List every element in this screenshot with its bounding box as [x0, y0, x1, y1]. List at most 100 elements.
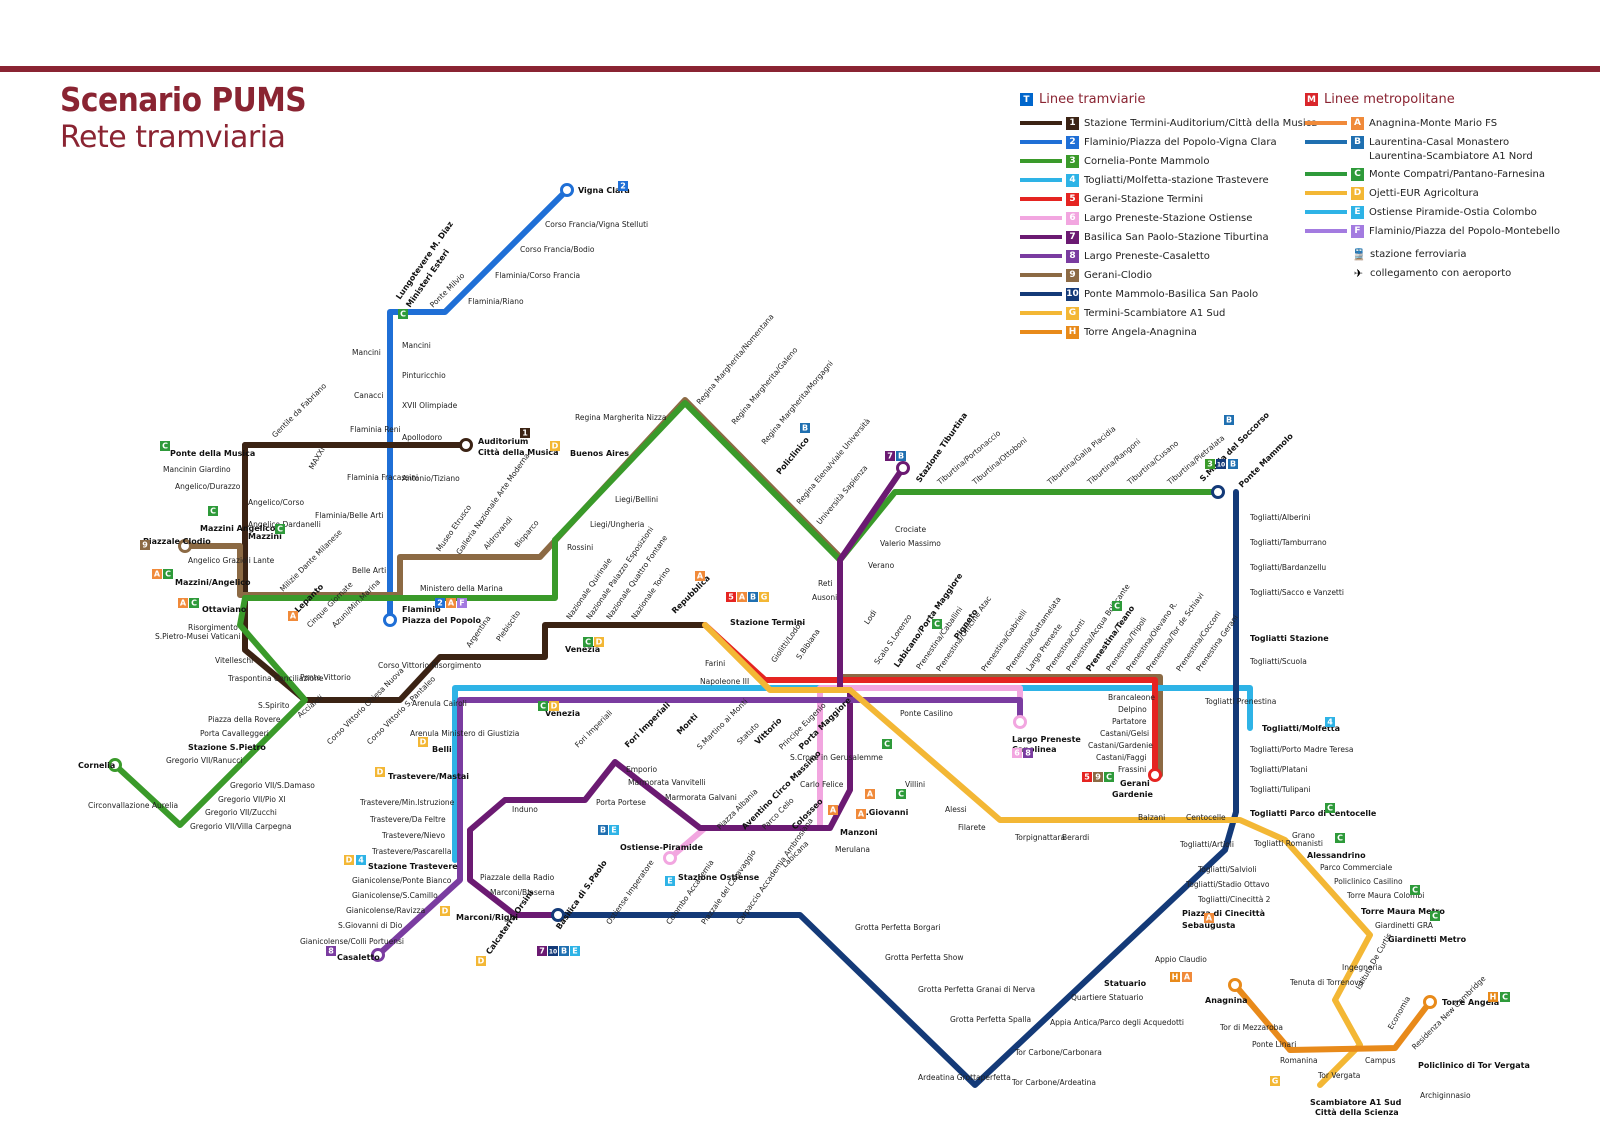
line-badge: 9 [140, 540, 150, 550]
line-badge-label: C [191, 599, 197, 608]
terminus-marker [108, 758, 122, 772]
legend-line-badge: F [1351, 224, 1364, 238]
legend-line-swatch [1020, 235, 1062, 239]
station-label: Monti [675, 712, 700, 737]
terminus-marker [896, 461, 910, 475]
line-badge-box [737, 592, 747, 602]
line-badge-label: C [1412, 886, 1418, 895]
station-label: S.Croce in Gerusalemme [790, 753, 883, 762]
line-badge-box [356, 855, 366, 865]
line-badge: C [538, 701, 548, 711]
line-badge-label: E [667, 877, 672, 886]
line-badge-label: D [552, 442, 559, 451]
line-badge-box [559, 946, 569, 956]
legend-metro-line-F: F Flaminio/Piazza del Popolo-Montebello [1305, 222, 1560, 240]
station-label: Lodi [862, 608, 878, 626]
line-badge-box [1204, 913, 1214, 923]
line-badge-box [375, 767, 385, 777]
line-badge-box [178, 598, 188, 608]
terminus-marker [1423, 995, 1437, 1009]
station-label: Carlo Felice [800, 780, 844, 789]
station-label: Grano [1292, 831, 1315, 840]
line-badge: D [418, 737, 428, 747]
line-badge-label: 2 [620, 182, 626, 191]
legend-line-label: Monte Compatri/Pantano-Farnesina [1369, 168, 1546, 180]
station-label: Togliatti/Stadio Ottavo [1185, 880, 1270, 889]
station-label: Delpino [1118, 705, 1147, 714]
line-badge-box [457, 598, 467, 608]
line-badge: C [1410, 885, 1420, 895]
line-badge: C [398, 309, 408, 319]
line-badge: 2 [435, 598, 445, 608]
line-badge-box [537, 946, 547, 956]
top-accent-bar [0, 66, 1600, 72]
line-badge: 7 [885, 451, 895, 461]
line-badge-label: C [898, 790, 904, 799]
line-badge: E [609, 825, 619, 835]
line-badge-box [759, 592, 769, 602]
line-badge-label: G [761, 593, 768, 602]
station-label: Repubblica [670, 574, 712, 616]
line-badge-label: A [154, 570, 161, 579]
station-label: Capolinea [1012, 745, 1057, 754]
station-label: Trastevere/Mastai [388, 772, 469, 781]
line-badge-box [1112, 601, 1122, 611]
legend-line-label: Anagnina-Monte Mario FS [1369, 117, 1498, 129]
line-badge: 5 [1082, 772, 1092, 782]
legend-line-badge: 8 [1066, 249, 1079, 263]
line-badge: G [759, 592, 769, 602]
line-badge-box [665, 876, 675, 886]
legend-line-label: Ostiense Piramide-Ostia Colombo [1369, 206, 1537, 218]
station-label: Centocelle [1186, 813, 1226, 822]
line-badge-label: C [585, 638, 591, 647]
line-badge-box [1170, 972, 1180, 982]
line-badge-box [1325, 803, 1335, 813]
line-badge: D [594, 637, 604, 647]
station-label: Bioparco [513, 518, 541, 549]
station-label: Partatore [1112, 717, 1147, 726]
terminus-marker [1228, 978, 1242, 992]
station-label: Milizie Dante Milanese [278, 527, 344, 593]
station-label: Trastevere/Da Feltre [369, 815, 446, 824]
line-badge-label: 1 [522, 429, 528, 438]
legend-line-label: Flaminio/Piazza del Popolo-Montebello [1369, 225, 1561, 237]
line-badge: 8 [1023, 748, 1033, 758]
station-label: Castani/Gelsi [1100, 729, 1149, 738]
line-badge-label: 10 [1217, 462, 1225, 469]
line-badge: C [1104, 772, 1114, 782]
station-label: Cornelia [78, 761, 115, 770]
line-badge: D [375, 767, 385, 777]
line-badge-box [548, 946, 558, 956]
line-badge-label: H [1172, 973, 1179, 982]
line-badge-box [1228, 459, 1238, 469]
line-badge: C [882, 739, 892, 749]
terminus-marker [1013, 715, 1027, 729]
legend-line-badge: 2 [1066, 135, 1079, 149]
station-label: Napoleone III [700, 677, 749, 686]
line-badge-box [1270, 1076, 1280, 1086]
legend-line-swatch [1020, 330, 1062, 334]
line-badge-box [1082, 772, 1092, 782]
tram-line-3 [112, 537, 558, 828]
station-label: Ostiense-Piramide [620, 843, 704, 852]
line-badge-box [896, 451, 906, 461]
station-label: Ottaviano [202, 605, 247, 614]
station-label: Città della Musica [478, 448, 559, 457]
line-badge-box [570, 946, 580, 956]
station-label: S.Giovanni [860, 808, 909, 817]
line-badge: C [160, 441, 170, 451]
station-label: Togliatti/Sacco e Vanzetti [1249, 588, 1344, 597]
terminus-marker [560, 183, 574, 197]
station-label: Stazione Termini [730, 618, 805, 627]
line-badge-label: 10 [549, 949, 557, 956]
line-badge-box [1335, 833, 1345, 843]
line-badge-label: B [898, 452, 904, 461]
tram-line-8 [375, 697, 1023, 958]
line-badge-box [446, 598, 456, 608]
station-label: Largo Preneste [1012, 735, 1081, 744]
station-label: Ausoni [812, 593, 837, 602]
legend-extra-label: collegamento con aeroporto [1370, 267, 1512, 279]
